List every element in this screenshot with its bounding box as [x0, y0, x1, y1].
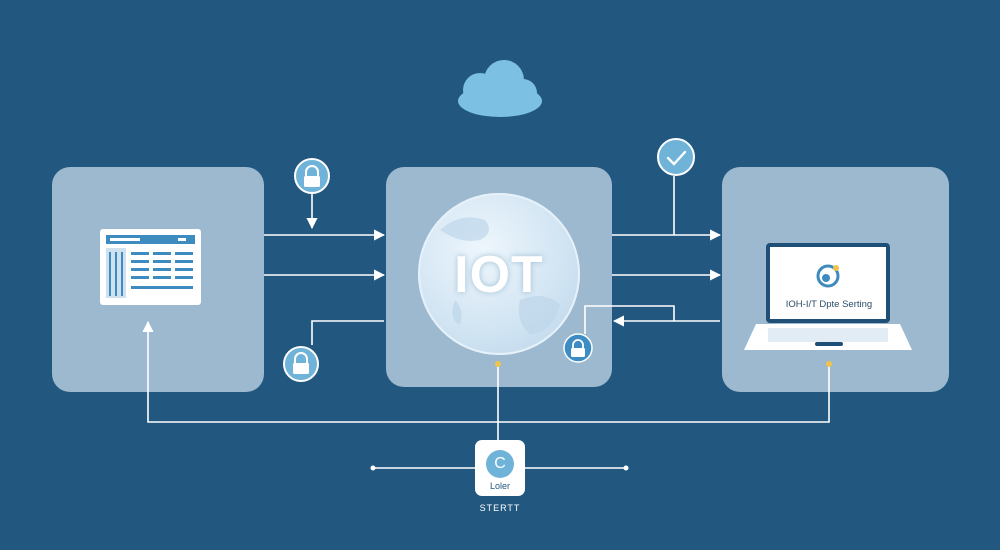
bottom-connectors: [142, 320, 830, 469]
globe-icon: [418, 193, 580, 355]
accent-dot: [495, 361, 501, 367]
left-to-center-arrows: [264, 229, 386, 345]
line-end-dot: [370, 465, 376, 471]
accent-dot: [826, 361, 832, 367]
lock-icon: [294, 158, 330, 194]
check-icon: [657, 138, 695, 176]
globe-continents: [440, 217, 560, 335]
spreadsheet-icon: [100, 229, 201, 305]
laptop-screen-text: IOH-I/T Dpte Serting: [785, 299, 873, 310]
start-card[interactable]: C: [475, 440, 525, 496]
center-label: IOT: [454, 246, 544, 304]
center-to-right-arrows: [584, 176, 722, 334]
cloud-icon: [458, 60, 542, 117]
line-end-dot: [623, 465, 629, 471]
laptop-icon: [744, 243, 912, 350]
start-card-label: Loler: [489, 481, 510, 491]
start-caption: STERTT: [479, 503, 521, 513]
start-card-glyph: C: [494, 455, 506, 472]
padlock-icon: [563, 333, 593, 363]
lock-icon: [283, 346, 319, 382]
start-card-badge: C: [486, 450, 514, 478]
